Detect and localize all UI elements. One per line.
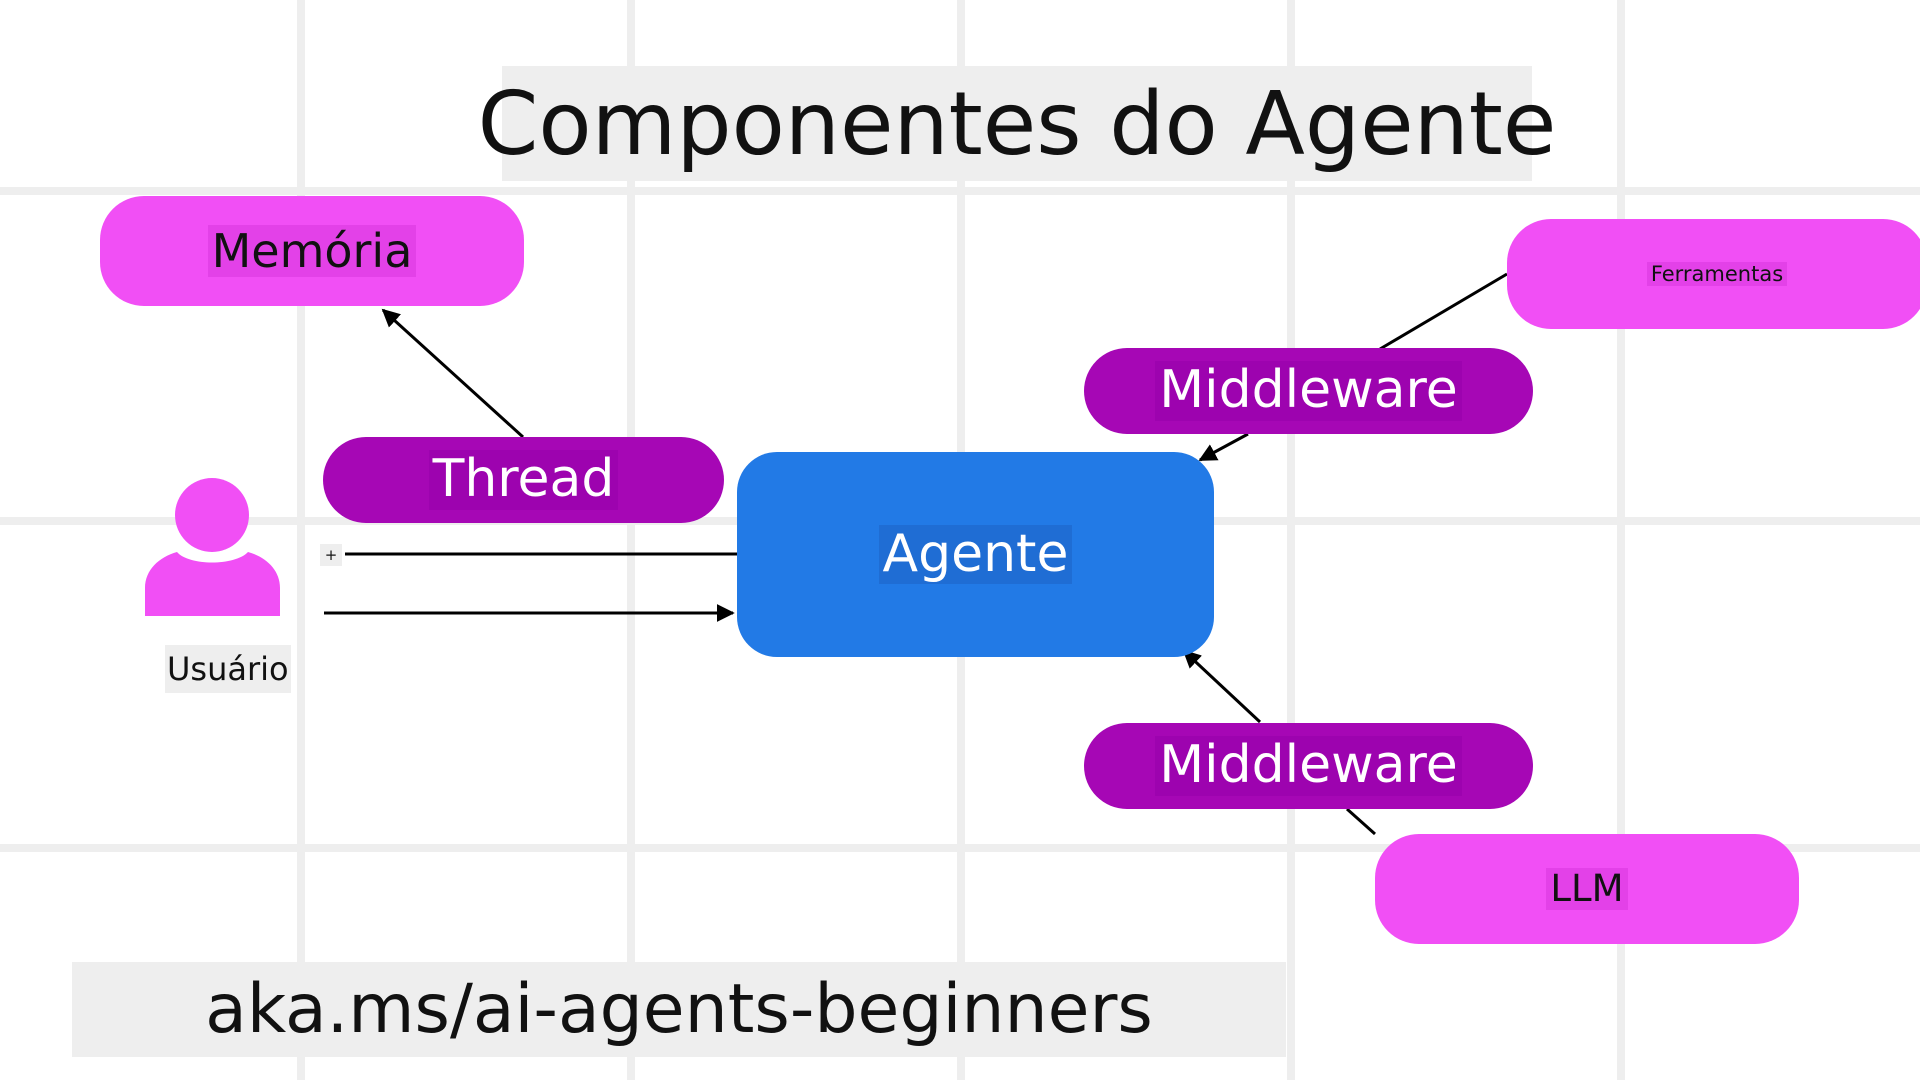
grid-line [0, 844, 1920, 852]
thread-node[interactable]: Thread [323, 437, 724, 523]
middleware-bottom-node[interactable]: Middleware [1084, 723, 1533, 809]
grid-line [297, 0, 305, 1080]
usuario-label: Usuário [165, 645, 291, 693]
middleware-top-label: Middleware [1155, 360, 1462, 421]
ferramentas-node[interactable]: Ferramentas [1507, 219, 1920, 329]
edge-ferramentas-to-middleware [1379, 272, 1508, 351]
footer-link: aka.ms/ai-agents-beginners [72, 962, 1286, 1057]
middleware-bottom-label: Middleware [1155, 735, 1462, 796]
agente-node[interactable]: Agente [737, 452, 1214, 657]
memoria-label: Memória [207, 224, 417, 278]
edge-middleware-to-agent [1198, 432, 1249, 462]
diagram-title: Componentes do Agente [478, 66, 1556, 181]
edge-llm-to-middleware [1346, 807, 1376, 836]
edge-thread-to-memoria [381, 308, 525, 439]
agente-label: Agente [878, 524, 1073, 585]
grid-line [627, 0, 635, 1080]
plus-icon[interactable]: + [320, 544, 342, 566]
edge-middleware-to-agent-bottom [1182, 649, 1262, 724]
plus-handle-text: + [324, 546, 338, 564]
llm-node[interactable]: LLM [1375, 834, 1799, 944]
grid-line [1617, 0, 1625, 1080]
footer-link-text: aka.ms/ai-agents-beginners [205, 970, 1153, 1049]
llm-label: LLM [1546, 867, 1628, 911]
ferramentas-label: Ferramentas [1646, 261, 1788, 287]
middleware-top-node[interactable]: Middleware [1084, 348, 1533, 434]
grid-line [1287, 0, 1295, 1080]
diagram-title-text: Componentes do Agente [477, 72, 1557, 175]
thread-label: Thread [428, 449, 619, 510]
grid-line [0, 187, 1920, 195]
user-icon[interactable] [145, 478, 280, 616]
memoria-node[interactable]: Memória [100, 196, 524, 306]
